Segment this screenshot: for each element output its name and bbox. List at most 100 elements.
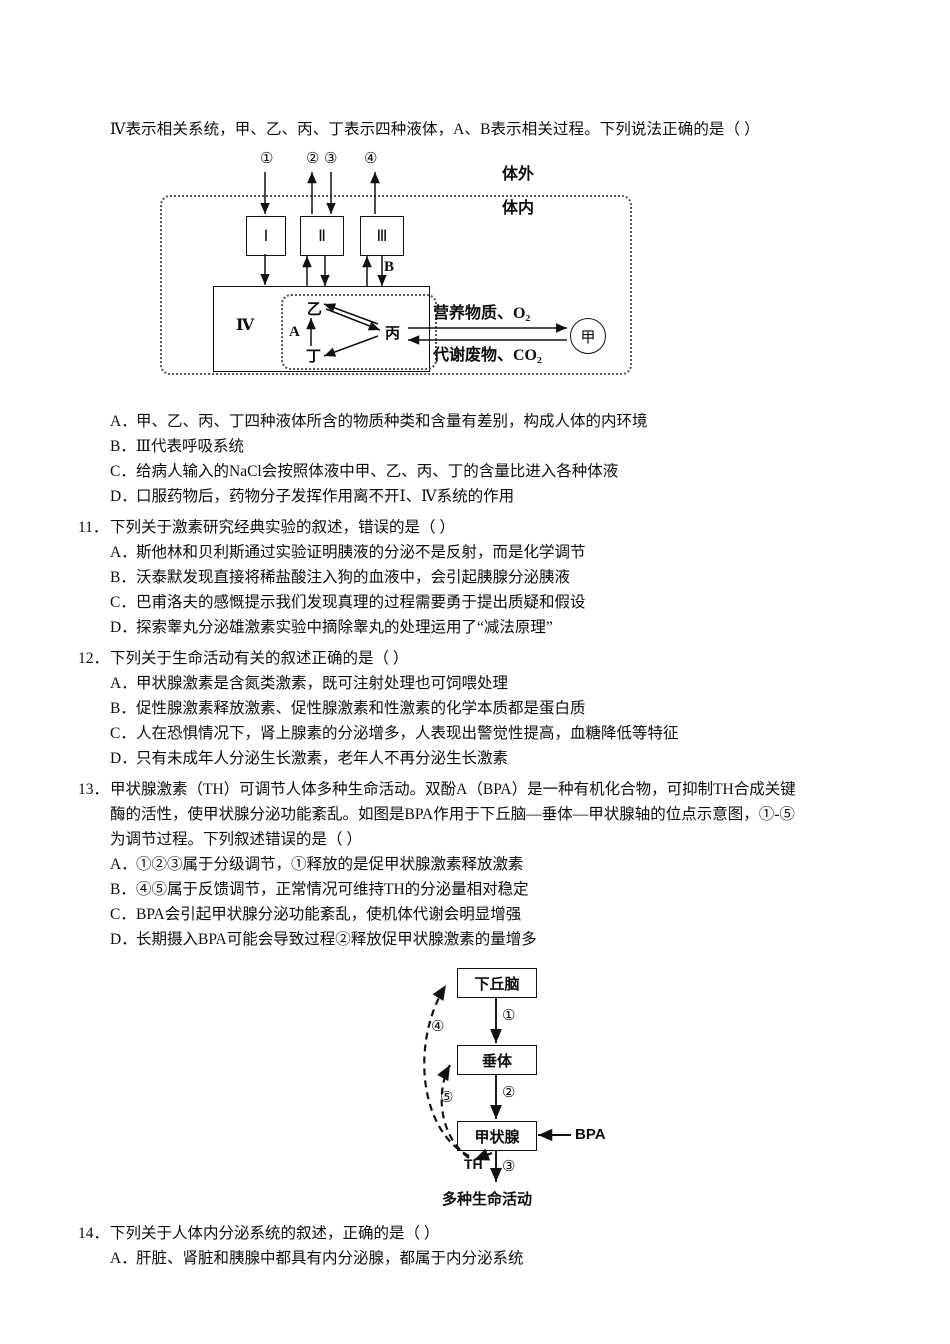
- question-12-stem-row: 12． 下列关于生命活动有关的叙述正确的是（ ）: [78, 646, 878, 671]
- option-label: A．: [110, 675, 137, 692]
- fluid-bing-label: 丙: [385, 326, 401, 342]
- option-label: A．: [110, 1250, 137, 1267]
- option-row: D． 口服药物后，药物分子发挥作用离不开Ⅰ、Ⅳ系统的作用: [110, 484, 878, 509]
- process-label-5: ⑤: [440, 1090, 454, 1106]
- exchange-label-waste: 代谢废物、CO₂: [433, 348, 542, 364]
- question-11-stem-row: 11． 下列关于激素研究经典实验的叙述，错误的是（ ）: [78, 515, 878, 540]
- label-inside-body: 体内: [502, 200, 535, 217]
- question-11: 11． 下列关于激素研究经典实验的叙述，错误的是（ ） A． 斯他林和贝利斯通过…: [78, 515, 878, 640]
- question-12-number: 12．: [78, 650, 110, 667]
- option-row: B． Ⅲ代表呼吸系统: [110, 434, 878, 459]
- option-text: 探索睾丸分泌雄激素实验中摘除睾丸的处理运用了“减法原理”: [136, 619, 553, 636]
- question-14-number: 14．: [78, 1225, 110, 1242]
- option-text: 口服药物后，药物分子发挥作用离不开Ⅰ、Ⅳ系统的作用: [136, 488, 515, 505]
- page-content: Ⅳ表示相关系统，甲、乙、丙、丁表示四种液体，A、B表示相关过程。下列说法正确的是…: [78, 118, 878, 1271]
- system-box-2: Ⅱ: [300, 216, 344, 256]
- system-box-4-label: Ⅳ: [236, 317, 255, 334]
- label-outside-body: 体外: [502, 166, 535, 183]
- option-text: ①②③属于分级调节，①释放的是促甲状腺激素释放激素: [136, 856, 524, 873]
- option-label: C．: [110, 906, 136, 923]
- question-13-stem-line-2: 酶的活性，使甲状腺分泌功能紊乱。如图是BPA作用于下丘脑—垂体—甲状腺轴的位点示…: [110, 806, 795, 823]
- process-a-label: A: [289, 324, 300, 340]
- option-text: 促性腺激素释放激素、促性腺激素和性激素的化学本质都是蛋白质: [136, 700, 586, 717]
- option-row: C． 巴甫洛夫的感慨提示我们发现真理的过程需要勇于提出质疑和假设: [110, 590, 878, 615]
- question-14-stem: 下列关于人体内分泌系统的叙述，正确的是（ ）: [110, 1225, 440, 1242]
- node-pituitary: 垂体: [457, 1045, 537, 1075]
- exchange-label-nutrients: 营养物质、O₂: [433, 306, 530, 322]
- option-row: D． 探索睾丸分泌雄激素实验中摘除睾丸的处理运用了“减法原理”: [110, 615, 878, 640]
- option-label: C．: [110, 594, 136, 611]
- option-row: B． 沃泰默发现直接将稀盐酸注入狗的血液中，会引起胰腺分泌胰液: [110, 565, 878, 590]
- option-label: C．: [110, 463, 136, 480]
- question-11-number: 11．: [78, 519, 109, 536]
- system-box-3: Ⅲ: [360, 216, 404, 256]
- option-row: C． 人在恐惧情况下，肾上腺素的分泌增多，人表现出警觉性提高，血糖降低等特征: [110, 721, 878, 746]
- option-row: D． 长期摄入BPA可能会导致过程②释放促甲状腺激素的量增多: [110, 927, 878, 952]
- option-label: D．: [110, 488, 137, 505]
- process-label-2: ②: [502, 1085, 516, 1101]
- option-text: 给病人输入的NaCl会按照体液中甲、乙、丙、丁的含量比进入各种体液: [136, 463, 619, 480]
- hpt-axis-figure: 下丘脑 垂体 甲状腺 ① ② ③ ④ ⑤ BPA TH 多种生命活动: [78, 960, 878, 1215]
- option-label: A．: [110, 413, 137, 430]
- question-12-stem: 下列关于生命活动有关的叙述正确的是（ ）: [110, 650, 409, 667]
- question-10-options: A． 甲、乙、丙、丁四种液体所含的物质种类和含量有差别，构成人体的内环境 B． …: [78, 409, 878, 509]
- option-row: C． BPA会引起甲状腺分泌功能紊乱，使机体代谢会明显增强: [110, 902, 878, 927]
- question-13-stem-row: 13． 甲状腺激素（TH）可调节人体多种生命活动。双酚A（BPA）是一种有机化合…: [78, 777, 878, 852]
- fluid-ding-label: 丁: [306, 349, 322, 365]
- figure1-circled-2: ②: [306, 151, 320, 167]
- question-11-stem: 下列关于激素研究经典实验的叙述，错误的是（ ）: [110, 519, 455, 536]
- question-14: 14． 下列关于人体内分泌系统的叙述，正确的是（ ） A． 肝脏、肾脏和胰腺中都…: [78, 1221, 878, 1271]
- figure1-circled-3: ③: [324, 151, 338, 167]
- figure2-connectors: [423, 984, 571, 1182]
- option-label: B．: [110, 881, 136, 898]
- option-row: A． 肝脏、肾脏和胰腺中都具有内分泌腺，都属于内分泌系统: [110, 1246, 878, 1271]
- option-text: BPA会引起甲状腺分泌功能紊乱，使机体代谢会明显增强: [136, 906, 522, 923]
- process-b-label: B: [384, 259, 395, 275]
- option-row: A． ①②③属于分级调节，①释放的是促甲状腺激素释放激素: [110, 852, 878, 877]
- option-label: A．: [110, 544, 137, 561]
- option-label: B．: [110, 700, 136, 717]
- option-text: ④⑤属于反馈调节，正常情况可维持TH的分泌量相对稳定: [136, 881, 529, 898]
- question-13-stem: 甲状腺激素（TH）可调节人体多种生命活动。双酚A（BPA）是一种有机化合物，可抑…: [110, 777, 878, 852]
- option-row: A． 斯他林和贝利斯通过实验证明胰液的分泌不是反射，而是化学调节: [110, 540, 878, 565]
- option-text: 斯他林和贝利斯通过实验证明胰液的分泌不是反射，而是化学调节: [136, 544, 586, 561]
- fluid-yi-label: 乙: [307, 302, 323, 318]
- system-box-4-outline: [213, 286, 430, 372]
- system-box-1: Ⅰ: [246, 216, 286, 256]
- body-boundary-dotted: [160, 195, 632, 375]
- question-12: 12． 下列关于生命活动有关的叙述正确的是（ ） A． 甲状腺激素是含氮类激素，…: [78, 646, 878, 771]
- option-text: Ⅲ代表呼吸系统: [136, 438, 244, 455]
- question-13-stem-line-1: 甲状腺激素（TH）可调节人体多种生命活动。双酚A（BPA）是一种有机化合物，可抑…: [110, 781, 796, 798]
- option-text: 甲状腺激素是含氮类激素，既可注射处理也可饲喂处理: [136, 675, 509, 692]
- option-label: B．: [110, 569, 136, 586]
- question-14-stem-row: 14． 下列关于人体内分泌系统的叙述，正确的是（ ）: [78, 1221, 878, 1246]
- internal-environment-figure: ① ② ③ ④ 体外 体内 Ⅰ Ⅱ Ⅲ Ⅳ 乙 丁 丙 A B 甲 营养物质、O…: [78, 146, 878, 401]
- option-row: D． 只有未成年人分泌生长激素，老年人不再分泌生长激素: [110, 746, 878, 771]
- node-thyroid: 甲状腺: [457, 1121, 537, 1151]
- option-label: B．: [110, 438, 136, 455]
- figure1-connectors: [260, 172, 567, 357]
- option-label: C．: [110, 725, 136, 742]
- process-label-3: ③: [502, 1159, 516, 1175]
- figure1-circled-1: ①: [260, 151, 274, 167]
- exchange-bottom-text: 代谢废物、CO₂: [433, 347, 542, 364]
- figure2-caption: 多种生命活动: [442, 1191, 533, 1208]
- option-row: A． 甲状腺激素是含氮类激素，既可注射处理也可饲喂处理: [110, 671, 878, 696]
- option-text: 人在恐惧情况下，肾上腺素的分泌增多，人表现出警觉性提高，血糖降低等特征: [136, 725, 679, 742]
- option-text: 甲、乙、丙、丁四种液体所含的物质种类和含量有差别，构成人体的内环境: [136, 413, 648, 430]
- option-label: A．: [110, 856, 137, 873]
- option-row: A． 甲、乙、丙、丁四种液体所含的物质种类和含量有差别，构成人体的内环境: [110, 409, 878, 434]
- bpa-label: BPA: [575, 1126, 606, 1143]
- node-hypothalamus: 下丘脑: [457, 968, 537, 998]
- question-13-number: 13．: [78, 781, 110, 798]
- option-row: B． ④⑤属于反馈调节，正常情况可维持TH的分泌量相对稳定: [110, 877, 878, 902]
- process-label-1: ①: [502, 1008, 516, 1024]
- option-text: 只有未成年人分泌生长激素，老年人不再分泌生长激素: [136, 750, 509, 767]
- option-label: D．: [110, 931, 137, 948]
- question-13: 13． 甲状腺激素（TH）可调节人体多种生命活动。双酚A（BPA）是一种有机化合…: [78, 777, 878, 952]
- option-row: B． 促性腺激素释放激素、促性腺激素和性激素的化学本质都是蛋白质: [110, 696, 878, 721]
- option-row: C． 给病人输入的NaCl会按照体液中甲、乙、丙、丁的含量比进入各种体液: [110, 459, 878, 484]
- option-label: D．: [110, 619, 137, 636]
- internal-environment-dotted-box: [281, 294, 437, 370]
